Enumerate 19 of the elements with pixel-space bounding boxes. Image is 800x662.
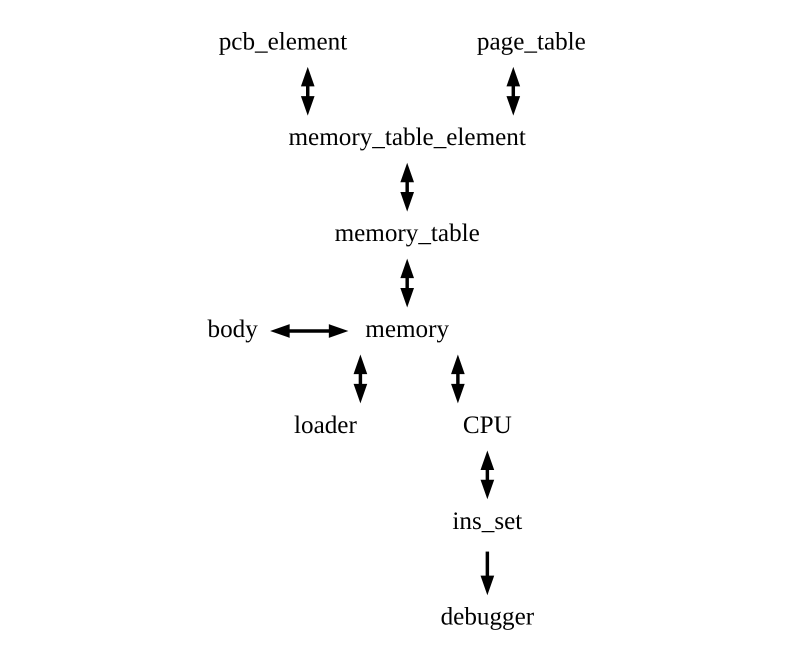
arrow <box>400 258 414 308</box>
node-text: debugger <box>440 604 534 631</box>
node-text: loader <box>294 412 356 439</box>
node-text: body <box>207 316 258 343</box>
node-text: memory_table <box>334 220 480 248</box>
node-text: memory <box>364 316 449 343</box>
node-text: ins_set <box>452 508 522 535</box>
arrow <box>353 354 367 404</box>
arrow <box>480 450 494 500</box>
arrow <box>270 324 348 338</box>
arrow <box>400 162 414 212</box>
arrow <box>300 66 314 116</box>
node-text: pcb_element <box>218 28 347 56</box>
node-text: page_table <box>476 28 586 56</box>
node-text: memory_table_element <box>288 124 526 152</box>
arrow <box>506 66 520 116</box>
node-text: CPU <box>462 412 512 439</box>
arrow <box>480 552 494 596</box>
arrow <box>450 354 464 404</box>
